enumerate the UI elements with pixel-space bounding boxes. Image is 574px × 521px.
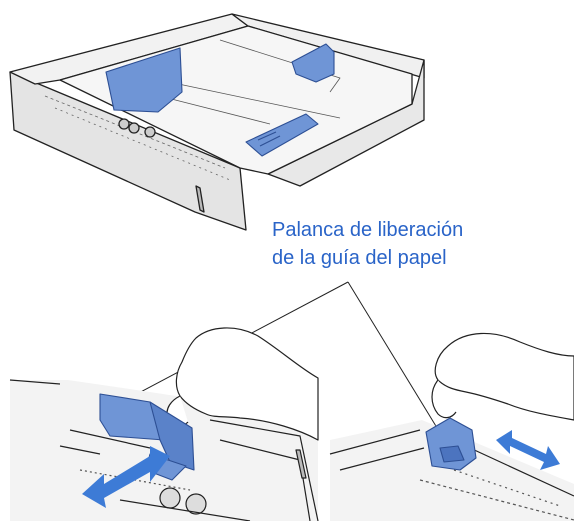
label-line-1: Palanca de liberación <box>272 219 464 241</box>
roller-icon <box>144 126 156 138</box>
double-arrow-right <box>496 430 560 470</box>
paper-tray-overview <box>9 13 425 231</box>
side-guide <box>105 47 183 113</box>
rear-guide-detail <box>329 332 574 521</box>
side-guide-detail <box>9 327 319 521</box>
roller-icon <box>128 122 140 134</box>
rear-guide <box>291 43 335 83</box>
front-guide <box>245 113 319 157</box>
roller-icon <box>118 118 130 130</box>
side-guide-blue <box>99 393 195 481</box>
hand-icon <box>175 327 319 441</box>
hand-icon <box>434 332 574 421</box>
rear-guide-blue <box>425 417 477 471</box>
label-line-2: de la guía del papel <box>272 247 447 269</box>
paper-guides-overview <box>105 43 335 157</box>
release-lever-label: Palanca de liberación de la guía del pap… <box>272 216 572 272</box>
double-arrow-left <box>82 446 170 508</box>
